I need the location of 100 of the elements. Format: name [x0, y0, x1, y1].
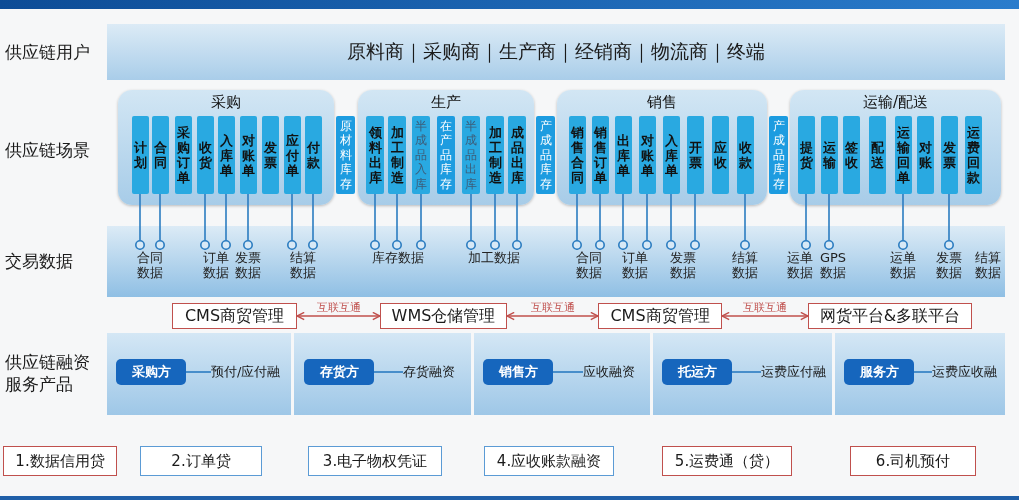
data-label: GPS数据	[818, 250, 848, 280]
double-arrow	[296, 311, 381, 321]
step-tile: 应付单	[283, 116, 301, 194]
connector-line	[512, 193, 522, 251]
data-label: 订单数据	[621, 250, 649, 280]
connector-line	[308, 193, 318, 251]
step-tile: 运费回款	[964, 116, 982, 194]
connector-line	[373, 371, 404, 373]
connector-line	[572, 193, 582, 251]
connector-line	[801, 193, 811, 251]
data-label: 订单数据	[201, 250, 230, 280]
data-label: 库存数据	[370, 250, 426, 265]
group-title: 销售	[647, 93, 677, 111]
data-band	[107, 226, 1005, 297]
connector-line	[690, 193, 700, 251]
group-title: 运输/配送	[862, 93, 929, 111]
data-label: 结算数据	[288, 250, 317, 280]
step-tile: 收货	[196, 116, 214, 194]
connector-line	[490, 193, 500, 251]
row-label: 供应链融资服务产品	[5, 351, 91, 395]
data-label: 结算数据	[731, 250, 759, 280]
stock-tile: 原材料库存	[336, 116, 355, 194]
step-tile: 入库单	[662, 116, 680, 194]
user-band: 原料商｜采购商｜生产商｜经销商｜物流商｜终端	[107, 24, 1005, 80]
step-tile: 领料出库	[366, 116, 384, 194]
product-panel	[107, 333, 291, 415]
data-label: 合同数据	[574, 250, 603, 280]
party-tag: 采购方	[116, 359, 186, 385]
connector-line	[370, 193, 380, 251]
step-tile: 付款	[304, 116, 322, 194]
double-arrow	[721, 311, 809, 321]
party-tag: 存货方	[304, 359, 374, 385]
edge-label: 互联互通	[314, 302, 363, 314]
stock-tile: 在产品库存	[437, 116, 455, 194]
edge-label: 互联互通	[528, 302, 577, 314]
group-title: 采购	[211, 93, 241, 111]
scenario-group-panel	[557, 90, 767, 205]
party-tag: 服务方	[844, 359, 914, 385]
stock-tile: 产成品库存	[536, 116, 555, 194]
step-tile: 对账	[916, 116, 934, 194]
data-label: 加工数据	[466, 250, 522, 265]
step-tile: 加工制造	[388, 116, 406, 194]
system-box: 网货平台&多联平台	[808, 303, 972, 329]
row-label: 供应链用户	[5, 41, 90, 63]
financing-product-label: 运费应付融	[761, 363, 826, 381]
connector-line	[618, 193, 628, 251]
data-label: 合同数据	[136, 250, 164, 280]
connector-line	[155, 193, 165, 251]
connector-line	[913, 371, 933, 373]
step-tile: 开票	[686, 116, 704, 194]
product-panel	[474, 333, 650, 415]
step-tile: 应收	[711, 116, 729, 194]
step-tile: 合同	[151, 116, 169, 194]
step-tile: 运输回单	[894, 116, 912, 194]
connector-line	[243, 193, 253, 251]
step-tile: 收款	[736, 116, 754, 194]
system-box: CMS商贸管理	[172, 303, 297, 329]
connector-line	[416, 193, 426, 251]
data-label: 运单数据	[889, 250, 917, 280]
data-label: 运单数据	[786, 250, 814, 280]
product-panel	[653, 333, 832, 415]
step-tile: 对账单	[638, 116, 656, 194]
group-title: 生产	[431, 93, 461, 111]
scenario-group-panel	[790, 90, 1001, 205]
connector-line	[731, 371, 762, 373]
connector-line	[595, 193, 605, 251]
system-box: WMS仓储管理	[380, 303, 507, 329]
step-tile: 发票	[940, 116, 958, 194]
double-arrow	[506, 311, 599, 321]
data-label: 发票数据	[669, 250, 697, 280]
connector-line	[740, 193, 750, 251]
connector-line	[221, 193, 231, 251]
data-label: 发票数据	[234, 250, 262, 280]
system-box: CMS商贸管理	[598, 303, 722, 329]
connector-line	[392, 193, 402, 251]
loan-product-box: 3.电子物权凭证	[308, 446, 442, 476]
financing-product-label: 应收融资	[583, 363, 635, 381]
connector-line	[200, 193, 210, 251]
row-label: 供应链场景	[5, 139, 90, 161]
loan-product-box: 5.运费通（贷）	[662, 446, 792, 476]
financing-product-label: 运费应收融	[932, 363, 997, 381]
step-tile: 加工制造	[486, 116, 504, 194]
scenario-group-panel	[358, 90, 534, 205]
loan-product-box: 4.应收账款融资	[484, 446, 614, 476]
edge-label: 互联互通	[741, 302, 789, 314]
connector-line	[185, 371, 212, 373]
connector-line	[642, 193, 652, 251]
connector-line	[135, 193, 145, 251]
data-label: 结算数据	[974, 250, 1002, 280]
scenario-group-panel	[118, 90, 334, 205]
row-label: 交易数据	[5, 250, 73, 272]
connector-line	[287, 193, 297, 251]
product-panel	[835, 333, 1005, 415]
connector-line	[552, 371, 584, 373]
connector-line	[666, 193, 676, 251]
step-tile: 配送	[868, 116, 886, 194]
step-tile: 半成品入库	[412, 116, 430, 194]
party-tag: 销售方	[483, 359, 553, 385]
step-tile: 销售合同	[568, 116, 586, 194]
connector-line	[466, 193, 476, 251]
